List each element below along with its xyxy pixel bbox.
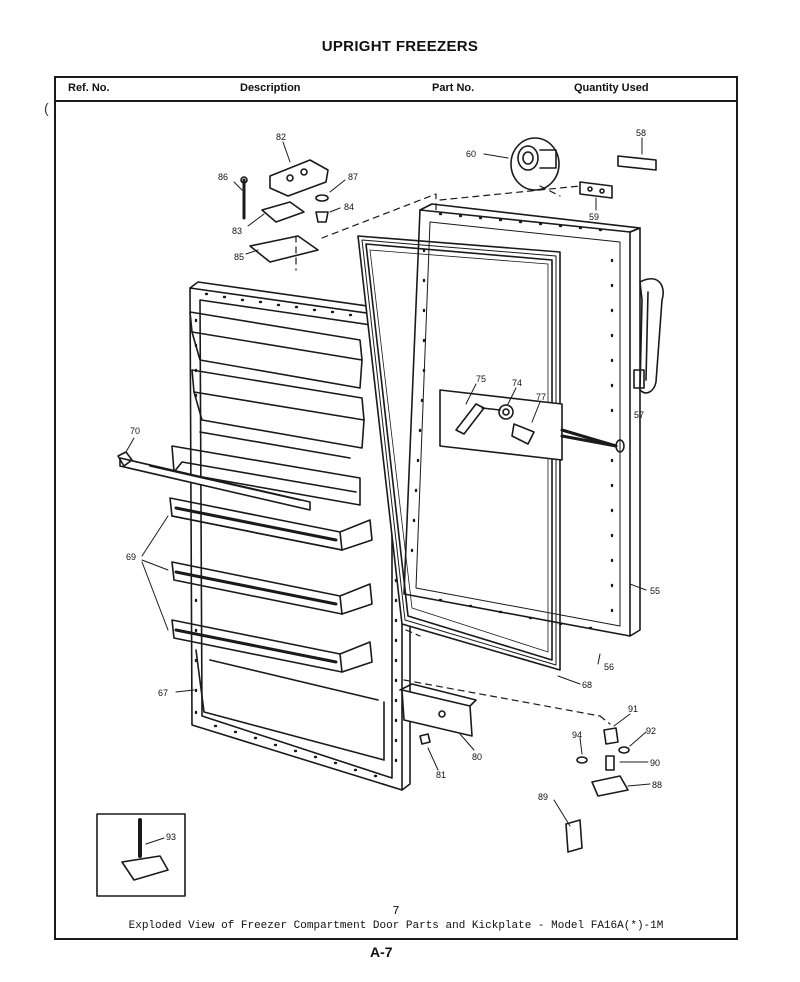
header-part-no: Part No. <box>432 82 475 94</box>
callout-93: 93 <box>166 832 176 842</box>
kickplate <box>399 683 477 737</box>
lock-detail-inset <box>439 389 618 461</box>
callout-88: 88 <box>652 780 662 790</box>
callout-89: 89 <box>538 792 548 802</box>
callout-80: 80 <box>472 752 482 762</box>
page-code: A-7 <box>370 944 393 960</box>
callout-60: 60 <box>466 149 476 159</box>
lock-plate <box>579 181 613 199</box>
leader-lines <box>125 137 651 845</box>
table-header: Ref. No. Description Part No. Quantity U… <box>54 76 738 102</box>
inner-door-panel <box>169 281 411 791</box>
callout-92: 92 <box>646 726 656 736</box>
hinge-assembly <box>240 159 329 263</box>
door-handle <box>633 278 664 394</box>
page-title: UPRIGHT FREEZERS <box>321 38 479 55</box>
lock-cylinder <box>510 137 560 191</box>
callout-69: 69 <box>126 552 136 562</box>
callout-56: 56 <box>604 662 614 672</box>
header-description: Description <box>240 82 301 94</box>
trim-strip <box>617 155 657 171</box>
callout-82: 82 <box>276 132 286 142</box>
page-number: 7 <box>392 904 400 918</box>
callout-94: 94 <box>572 730 582 740</box>
retainer-bar <box>117 451 311 511</box>
callout-84: 84 <box>344 202 354 212</box>
callout-67: 67 <box>158 688 168 698</box>
callout-74: 74 <box>512 378 522 388</box>
outer-door <box>403 203 641 637</box>
figure-caption: Exploded View of Freezer Compartment Doo… <box>128 920 664 932</box>
assembly-lines <box>295 185 611 725</box>
callout-91: 91 <box>628 704 638 714</box>
callout-57: 57 <box>634 410 644 420</box>
header-ref-no: Ref. No. <box>68 82 110 94</box>
leveling-leg-inset <box>96 813 186 897</box>
callout-77: 77 <box>536 392 546 402</box>
callout-83: 83 <box>232 226 242 236</box>
scan-mark: ( <box>44 100 49 116</box>
callout-58: 58 <box>636 128 646 138</box>
diagram-frame <box>54 76 738 940</box>
callout-59: 59 <box>589 212 599 222</box>
lower-hinge-parts <box>419 727 630 853</box>
callout-90: 90 <box>650 758 660 768</box>
callout-85: 85 <box>234 252 244 262</box>
callout-labels: 82 86 87 84 83 85 60 58 59 57 75 74 77 7… <box>126 128 662 842</box>
callout-87: 87 <box>348 172 358 182</box>
callout-86: 86 <box>218 172 228 182</box>
door-gasket <box>357 235 561 671</box>
callout-81: 81 <box>436 770 446 780</box>
callout-75: 75 <box>476 374 486 384</box>
callout-68: 68 <box>582 680 592 690</box>
callout-70: 70 <box>130 426 140 436</box>
callout-55: 55 <box>650 586 660 596</box>
header-quantity-used: Quantity Used <box>574 82 649 94</box>
